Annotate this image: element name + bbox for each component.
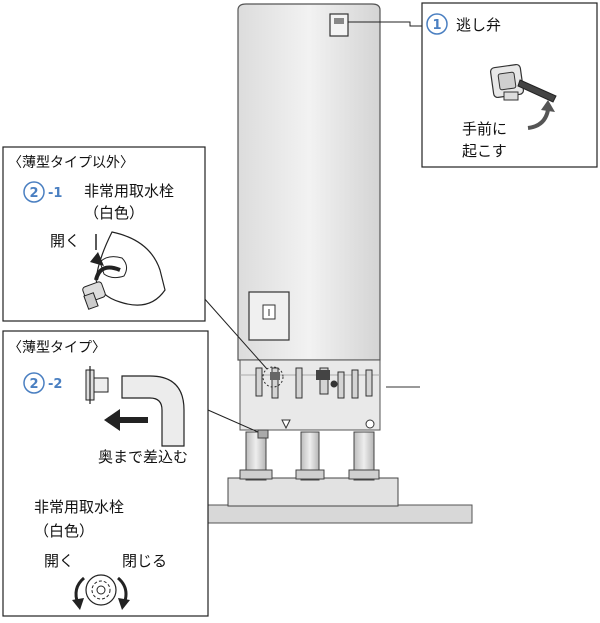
step-suffix: -2 [48,377,62,392]
callout-relief-valve: 1 逃し弁 手前に 起こす [421,2,598,168]
tap-label-line-2: （白色） [34,522,94,540]
tap-knob-icon [85,574,117,606]
step-number: 2 [29,186,38,201]
relief-valve [329,13,349,37]
lift-arrow-icon [527,109,550,130]
tap-label-line-2: （白色） [84,204,144,222]
action-line-1: 手前に [462,120,507,138]
step-number-badge [23,372,45,394]
open-label: 開く [44,552,74,570]
tap-label-line-1: 非常用取水栓 [84,182,174,200]
step-number: 1 [432,18,441,33]
open-label: 開く [50,232,80,250]
step-number-badge [23,181,45,203]
insert-instruction: 奥まで差込む [98,448,188,466]
foundation [207,477,473,524]
callout-non-thin-type: 〈薄型タイプ以外〉 2 -1 非常用取水栓 （白色） 開く [2,146,206,322]
step-number-badge [426,13,448,35]
control-panel [248,291,290,341]
non-thin-type-heading: 〈薄型タイプ以外〉 [8,155,134,171]
tap-label-line-1: 非常用取水栓 [34,498,124,516]
relief-valve-label: 逃し弁 [456,16,501,34]
rotate-arrow-icon [94,265,121,281]
step-number: 2 [29,377,38,392]
leader-lines [202,21,422,433]
step-suffix: -1 [48,186,62,201]
thin-type-heading: 〈薄型タイプ〉 [8,340,106,356]
tap-hose-illustration [85,366,185,447]
close-label: 閉じる [122,552,167,570]
tank-legs [239,431,380,481]
water-heater-tank [237,3,420,439]
relief-valve-illustration [489,63,557,103]
pipe-fittings [255,367,373,399]
action-line-2: 起こす [462,142,507,160]
callout-thin-type: 〈薄型タイプ〉 2 -2 奥まで差込む 非常用取水栓 （白色） 開く 閉じる [2,330,209,617]
hand-turning-tap-illustration [82,231,166,310]
